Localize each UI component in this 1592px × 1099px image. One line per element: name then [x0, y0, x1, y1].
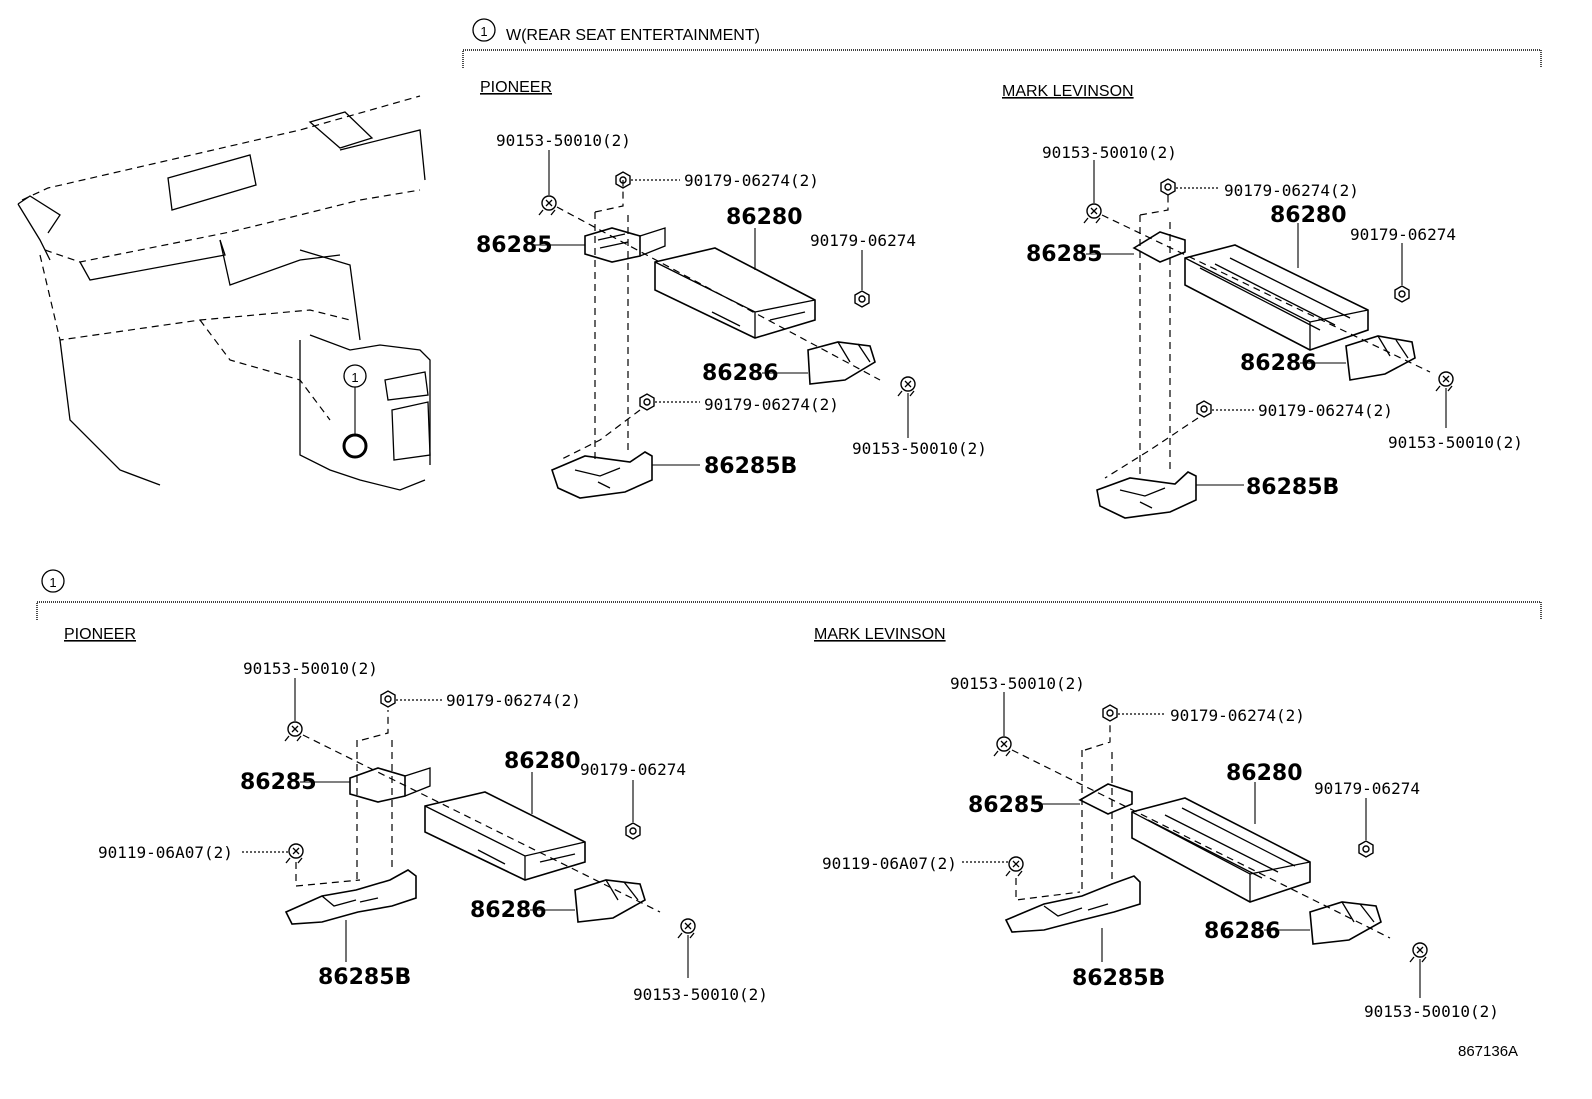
label-nut-upper: 90179-06274(2) [446, 691, 581, 710]
label-nut-lower: 90179-06274(2) [1258, 401, 1393, 420]
label-bracket-rear: 86286 [702, 361, 779, 386]
nut-icon [1102, 704, 1118, 722]
group-bottom-left-pioneer: PIONEER 90153-50010(2) 90179-06274(2) 86… [64, 626, 768, 1004]
group-bottom-right-mark-levinson: MARK LEVINSON 90153-50010(2) 90179-06274… [814, 626, 1499, 1021]
screw-icon [1083, 203, 1102, 224]
bolt-icon [285, 843, 304, 864]
nut-icon [380, 690, 396, 708]
label-bolt: 90119-06A07(2) [822, 854, 957, 873]
section-label-top-right: MARK LEVINSON [1002, 83, 1134, 100]
label-screw-upper: 90153-50010(2) [1042, 143, 1177, 162]
label-nut-right: 90179-06274 [580, 760, 686, 779]
label-amplifier: 86280 [504, 749, 581, 774]
label-bracket-lower: 86285B [1246, 475, 1339, 500]
label-bolt: 90119-06A07(2) [98, 843, 233, 862]
label-screw-upper: 90153-50010(2) [496, 131, 631, 150]
screw-icon [993, 736, 1012, 757]
locator-callout: 1 [351, 370, 358, 385]
nut-icon [1196, 400, 1212, 418]
label-screw-lower: 90153-50010(2) [1388, 433, 1523, 452]
label-bracket-front: 86285 [968, 793, 1045, 818]
nut-icon [639, 393, 655, 411]
nut-icon [854, 290, 870, 308]
label-nut-right: 90179-06274 [1314, 779, 1420, 798]
bottom-callout-number: 1 [49, 575, 56, 590]
screw-icon [284, 721, 303, 742]
screw-icon [677, 918, 696, 939]
screw-icon [1409, 942, 1428, 963]
label-nut-right: 90179-06274 [810, 231, 916, 250]
label-bracket-lower: 86285B [318, 965, 411, 990]
label-screw-lower: 90153-50010(2) [852, 439, 987, 458]
group-top-left-pioneer: PIONEER 90153-50010(2) 90179-06274(2) 86… [476, 79, 987, 499]
nut-icon [1160, 178, 1176, 196]
dashboard-sketch: 1 [17, 95, 431, 491]
label-nut-upper: 90179-06274(2) [684, 171, 819, 190]
label-bracket-rear: 86286 [470, 898, 547, 923]
top-callout-number: 1 [480, 24, 487, 39]
bolt-icon [1005, 856, 1024, 877]
screw-icon [538, 195, 557, 216]
label-bracket-front: 86285 [240, 770, 317, 795]
section-label-bottom-right: MARK LEVINSON [814, 626, 946, 643]
label-bracket-front: 86285 [476, 233, 553, 258]
label-screw-lower: 90153-50010(2) [1364, 1002, 1499, 1021]
label-bracket-rear: 86286 [1204, 919, 1281, 944]
label-nut-right: 90179-06274 [1350, 225, 1456, 244]
top-header-title: W(REAR SEAT ENTERTAINMENT) [506, 27, 760, 44]
label-screw-upper: 90153-50010(2) [243, 659, 378, 678]
label-nut-lower: 90179-06274(2) [704, 395, 839, 414]
nut-icon [1358, 840, 1374, 858]
section-label-bottom-left: PIONEER [64, 626, 136, 643]
label-screw-lower: 90153-50010(2) [633, 985, 768, 1004]
nut-icon [625, 822, 641, 840]
group-top-right-mark-levinson: MARK LEVINSON 90153-50010(2) 90179-06274… [1002, 83, 1523, 519]
label-bracket-lower: 86285B [704, 454, 797, 479]
diagram-id: 867136A [1458, 1043, 1518, 1060]
screw-icon [897, 376, 916, 397]
label-nut-upper: 90179-06274(2) [1224, 181, 1359, 200]
label-nut-upper: 90179-06274(2) [1170, 706, 1305, 725]
label-bracket-lower: 86285B [1072, 966, 1165, 991]
label-bracket-front: 86285 [1026, 242, 1103, 267]
label-screw-upper: 90153-50010(2) [950, 674, 1085, 693]
label-amplifier: 86280 [1270, 203, 1347, 228]
label-bracket-rear: 86286 [1240, 351, 1317, 376]
top-section-header: 1 W(REAR SEAT ENTERTAINMENT) [462, 18, 1542, 68]
label-amplifier: 86280 [1226, 761, 1303, 786]
screw-icon [1435, 371, 1454, 392]
bottom-section-header: 1 [36, 569, 1542, 620]
label-amplifier: 86280 [726, 205, 803, 230]
section-label-top-left: PIONEER [480, 79, 552, 96]
nut-icon [1394, 285, 1410, 303]
